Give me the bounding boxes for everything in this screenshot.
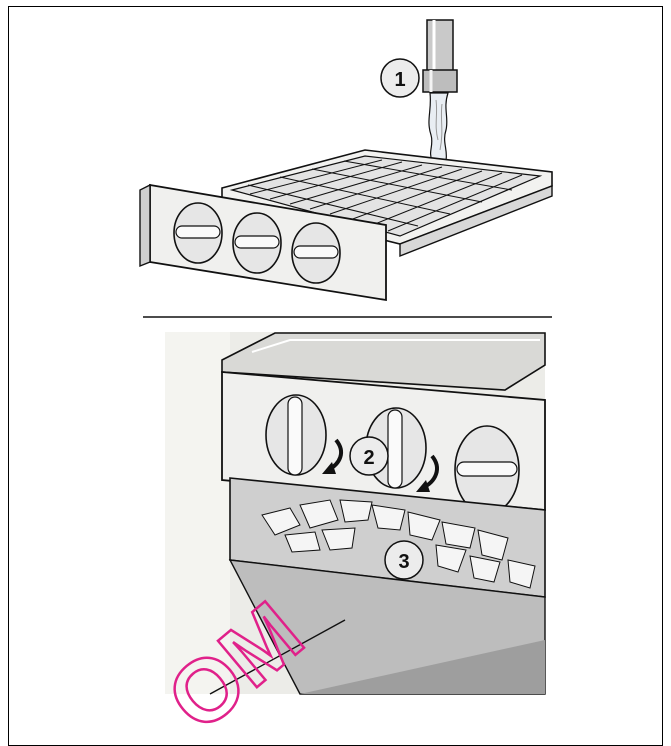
ice-tray [140,150,552,300]
water-stream [429,93,448,160]
ice-maker-diagram: 1 [0,0,671,728]
step-3-callout: 3 [385,541,423,579]
knob-right [455,426,519,514]
top-illustration: 1 [140,20,552,300]
tray-knob-3 [292,223,340,283]
step-3-label: 3 [398,551,409,573]
step-1-callout: 1 [381,59,419,97]
step-2-callout: 2 [350,437,388,475]
tray-knob-1 [174,203,222,263]
water-tap-icon [423,20,457,92]
step-1-label: 1 [394,69,405,91]
tray-knob-2 [233,213,281,273]
knob-left-rotated [266,395,326,475]
step-2-label: 2 [363,447,374,469]
